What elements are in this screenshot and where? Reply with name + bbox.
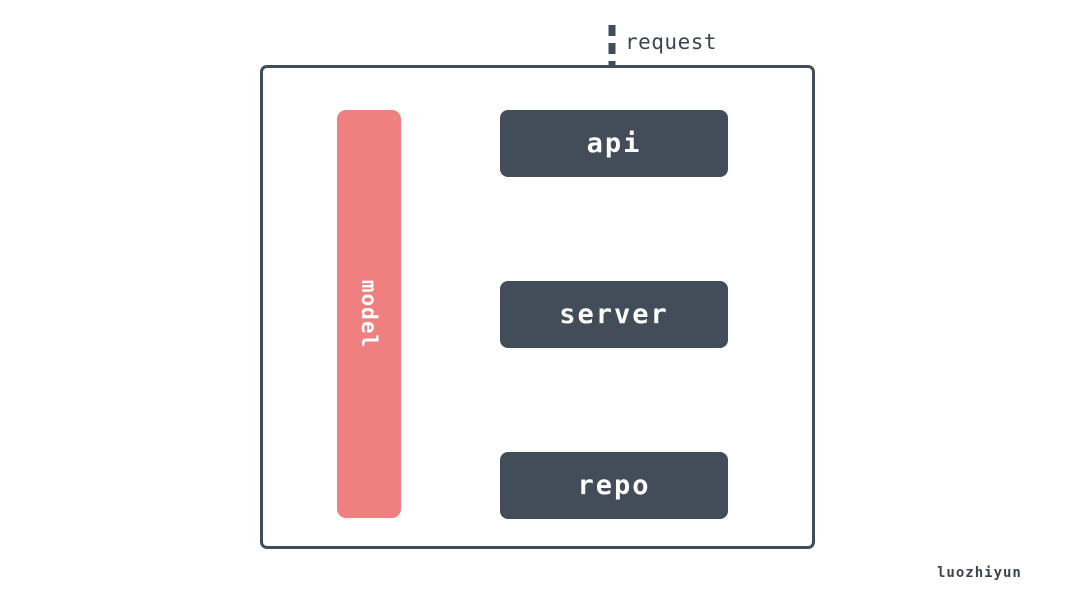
node-server[interactable]: server [500, 281, 728, 348]
request-label: request [625, 30, 718, 54]
model-bar-label-wrap: model [337, 110, 401, 518]
node-api[interactable]: api [500, 110, 728, 177]
node-server-label: server [559, 299, 669, 330]
node-repo[interactable]: repo [500, 452, 728, 519]
model-bar[interactable]: model [337, 110, 401, 518]
node-repo-label: repo [577, 470, 651, 501]
watermark: luozhiyun [937, 565, 1022, 581]
model-bar-label: model [357, 279, 381, 349]
node-api-label: api [586, 128, 642, 159]
